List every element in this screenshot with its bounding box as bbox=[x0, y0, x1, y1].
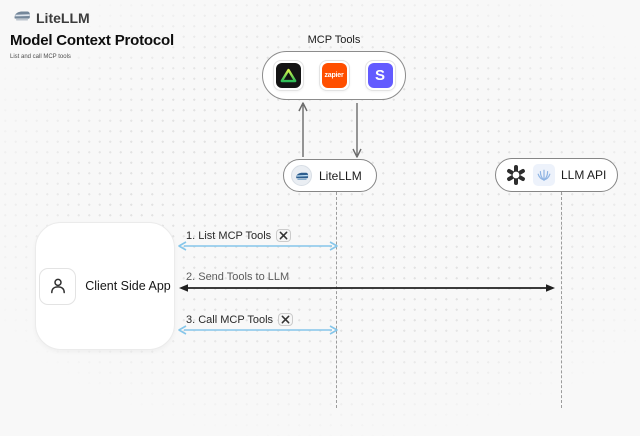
crossed-tools-icon bbox=[278, 313, 294, 326]
litellm-lifeline bbox=[336, 192, 337, 408]
page-title: Model Context Protocol bbox=[10, 32, 174, 49]
llm-api-node-label: LLM API bbox=[561, 168, 607, 182]
litellm-node[interactable]: LiteLLM bbox=[283, 159, 377, 192]
message-2-label-row: 2. Send Tools to LLM bbox=[186, 271, 289, 283]
brand: LiteLLM bbox=[13, 8, 90, 27]
tool-tile: zapier bbox=[318, 60, 350, 91]
brand-label: LiteLLM bbox=[36, 9, 90, 26]
message-3-label-row: 3. Call MCP Tools bbox=[186, 313, 294, 326]
person-icon bbox=[39, 267, 77, 305]
message-2-text: 2. Send Tools to LLM bbox=[186, 271, 290, 283]
litellm-train-icon bbox=[13, 8, 31, 27]
zapier-logo-icon: zapier bbox=[321, 63, 347, 88]
green-triangle-logo-icon bbox=[275, 63, 301, 88]
mcp-tools-label: MCP Tools bbox=[307, 34, 361, 46]
page-subtitle: List and call MCP tools bbox=[10, 54, 71, 60]
message-2-arrow bbox=[179, 284, 555, 292]
client-side-app-node[interactable]: Client Side App bbox=[35, 222, 175, 350]
message-3-arrow bbox=[178, 325, 338, 335]
arrow-down-connector bbox=[352, 103, 362, 158]
mcp-tools-node[interactable]: zapier S bbox=[262, 51, 406, 100]
message-1-text: 1. List MCP Tools bbox=[186, 229, 272, 242]
tool-tile: S bbox=[364, 60, 396, 91]
llm-provider-icon bbox=[533, 164, 555, 186]
llm-api-lifeline bbox=[561, 192, 562, 408]
client-side-app-label: Client Side App bbox=[85, 279, 171, 293]
message-3-text: 3. Call MCP Tools bbox=[186, 313, 274, 326]
litellm-node-label: LiteLLM bbox=[319, 168, 362, 183]
openai-icon bbox=[505, 164, 527, 186]
arrow-up-connector bbox=[298, 102, 308, 157]
tool-tile bbox=[272, 60, 304, 91]
message-1-label-row: 1. List MCP Tools bbox=[186, 229, 292, 242]
message-1-arrow bbox=[178, 241, 338, 251]
llm-api-node[interactable]: LLM API bbox=[495, 158, 618, 192]
litellm-train-icon bbox=[291, 165, 312, 186]
stripe-logo-icon: S bbox=[367, 63, 393, 88]
crossed-tools-icon bbox=[276, 229, 292, 242]
